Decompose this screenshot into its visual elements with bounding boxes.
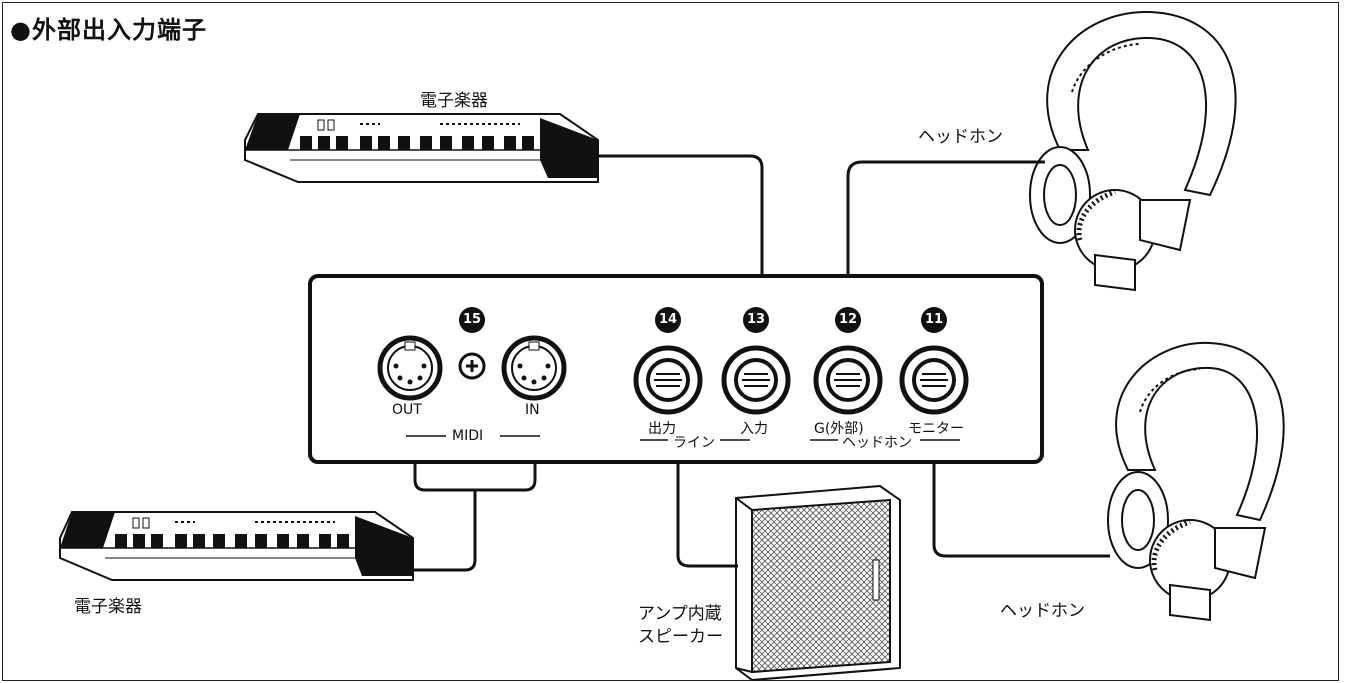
line-out-label: 出力 [648,421,676,437]
ground-screw [458,352,486,380]
speaker-label-line1: アンプ内蔵 [638,604,722,624]
line-group-label: ライン [673,435,715,451]
keyboard-top-label: 電子楽器 [420,91,488,111]
headphone-monitor-jack [899,345,969,415]
headphone-external-label: G(外部) [814,421,864,437]
headphones-top-illustration [1029,10,1237,292]
headphones-bottom-illustration [1107,341,1285,622]
headphone-group-label: ヘッドホン [842,435,912,451]
cables [413,154,1110,572]
line-in-jack [721,345,791,415]
headphone-monitor-label: モニター [908,421,964,437]
speaker-label-line2: スピーカー [638,627,723,647]
midi-out-label: OUT [392,402,422,418]
jack-number-15: 15 [459,307,485,333]
line-in-label: 入力 [740,421,768,437]
headphone-external-jack [813,345,883,415]
line-out-jack [633,345,703,415]
headphones-top-label: ヘッドホン [918,127,1003,147]
keyboard-top-illustration [244,113,599,183]
midi-in-jack [501,335,567,401]
keyboard-bottom-illustration [59,511,414,581]
midi-in-label: IN [525,402,540,418]
midi-group-label: MIDI [452,428,484,444]
midi-out-jack [377,335,443,401]
jack-number-11: 11 [921,307,947,333]
jack-number-14: 14 [655,307,681,333]
jack-number-13: 13 [743,307,769,333]
jack-number-12: 12 [835,307,861,333]
speaker-illustration [735,484,901,682]
keyboard-bottom-label: 電子楽器 [74,597,142,617]
headphones-bottom-label: ヘッドホン [1000,601,1085,621]
page-title: ●外部出入力端子 [10,16,207,44]
